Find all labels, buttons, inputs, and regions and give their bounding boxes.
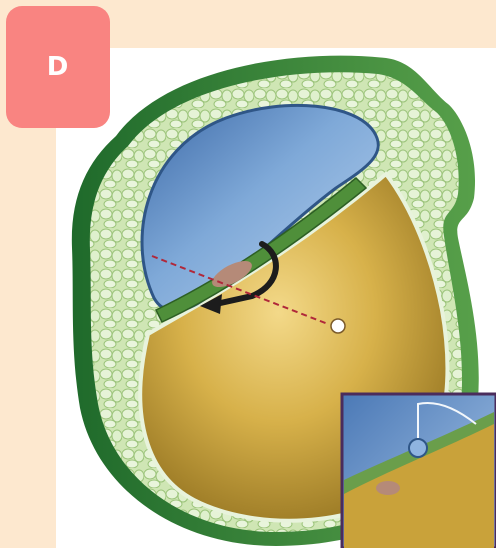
embryo-cross-section-illustration	[56, 48, 496, 548]
callout-circle	[331, 319, 345, 333]
panel-label-badge: D	[6, 6, 110, 128]
detail-inset	[342, 394, 496, 548]
illustration-svg	[56, 48, 496, 548]
panel-label: D	[47, 52, 70, 82]
